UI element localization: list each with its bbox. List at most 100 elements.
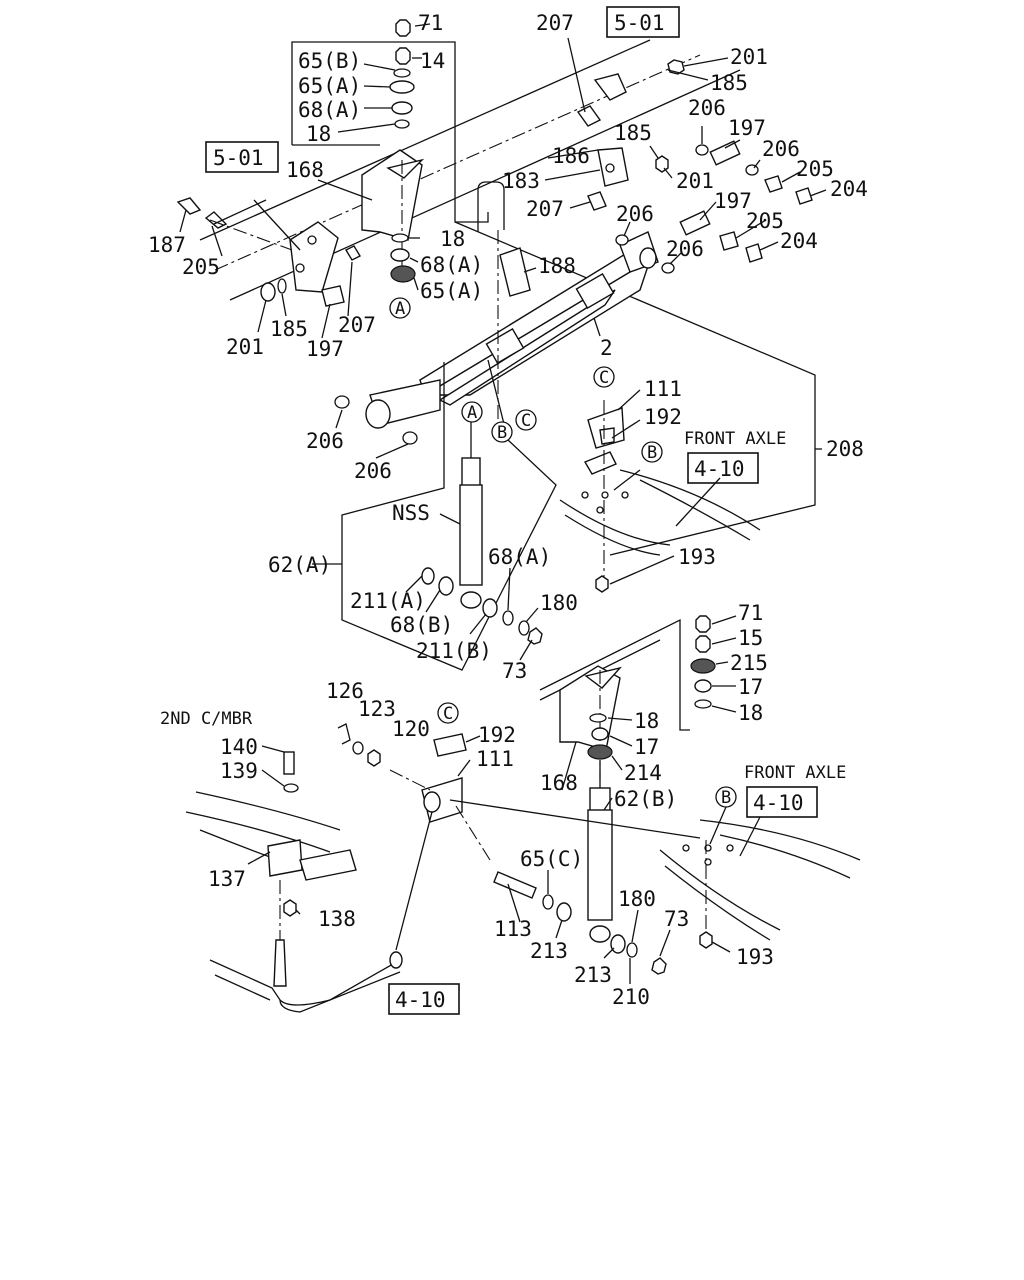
label-62a: 62(A) [268,553,331,577]
label-211a: 211(A) [350,589,426,613]
label-18-lower: 18 [634,709,659,733]
label-111-lower: 111 [476,747,514,771]
label-213-a: 213 [530,939,568,963]
ref-box-5-01-top[interactable]: 5-01 [606,6,680,38]
label-17-right: 17 [738,675,763,699]
label-2nd-c-mbr: 2ND C/MBR [160,709,253,729]
ref-box-5-01-left[interactable]: 5-01 [205,141,279,173]
label-210: 210 [612,985,650,1009]
ref-box-4-10-upper[interactable]: 4-10 [687,452,759,484]
label-201-top: 201 [730,45,768,69]
leaf-spring [365,231,659,429]
label-180-lower: 180 [618,887,656,911]
callout-b-3: B [715,786,737,808]
ref-box-label: 4-10 [395,988,446,1012]
spring-eye-washers [334,395,418,445]
label-201-left: 201 [226,335,264,359]
label-214: 214 [624,761,662,785]
label-168-lower: 168 [540,771,578,795]
label-front-axle-1: FRONT AXLE [684,429,786,449]
label-207-top: 207 [536,11,574,35]
label-207-left: 207 [338,313,376,337]
shackle-parts-right [576,59,813,274]
label-71-right: 71 [738,601,763,625]
label-206-top: 206 [688,96,726,120]
label-65b: 65(B) [298,49,361,73]
spring-hanger-bracket [361,149,425,275]
svg-text:B: B [647,443,657,463]
label-65a: 65(A) [298,74,361,98]
label-180-upper: 180 [540,591,578,615]
ref-box-4-10-bottom[interactable]: 4-10 [388,983,460,1015]
label-139: 139 [220,759,258,783]
svg-text:C: C [599,368,609,388]
label-192-lower: 192 [478,723,516,747]
shackle-bracket-left [176,197,361,307]
right-washer-stack [690,615,716,709]
label-17-lower: 17 [634,735,659,759]
shock-group-a-outline [341,359,557,671]
label-68b: 68(B) [390,613,453,637]
stabilizer-bar [209,811,433,1013]
label-113: 113 [494,917,532,941]
label-120: 120 [392,717,430,741]
svg-text:A: A [395,299,405,319]
svg-text:B: B [497,423,507,443]
shock-absorber-a [421,420,543,645]
callout-c-3: C [437,702,459,724]
label-197-mid: 197 [714,189,752,213]
label-185-left: 185 [270,317,308,341]
label-15: 15 [738,626,763,650]
label-185-mid: 185 [614,121,652,145]
label-206-eye-1: 206 [306,429,344,453]
label-68a-mid: 68(A) [420,253,483,277]
shock-absorber-b [493,713,667,975]
ref-box-4-10-right[interactable]: 4-10 [746,786,818,818]
ref-box-label: 5-01 [614,11,665,35]
svg-text:C: C [521,411,531,431]
label-206-mid: 206 [616,202,654,226]
label-188: 188 [538,254,576,278]
label-73-upper: 73 [502,659,527,683]
axle-bracket-lower [337,723,701,861]
label-186: 186 [552,144,590,168]
label-123: 123 [358,697,396,721]
label-168-upper: 168 [286,158,324,182]
ref-box-label: 5-01 [213,146,264,170]
frame-bracket-lower [539,618,690,780]
label-62b: 62(B) [614,787,677,811]
label-206-right: 206 [762,137,800,161]
label-205-left: 205 [182,255,220,279]
front-axle-upper [559,469,761,593]
label-18-mid: 18 [440,227,465,251]
label-207-mid: 207 [526,197,564,221]
label-18-top: 18 [306,122,331,146]
label-193-upper: 193 [678,545,716,569]
label-68a: 68(A) [298,98,361,122]
label-68a-lower: 68(A) [488,545,551,569]
label-111-upper: 111 [644,377,682,401]
label-204-top: 204 [830,177,868,201]
callout-a-2: A [461,401,483,423]
label-204-mid: 204 [780,229,818,253]
label-205-top: 205 [796,157,834,181]
label-211b: 211(B) [416,639,492,663]
label-215: 215 [730,651,768,675]
bracket-group-outline [291,41,816,556]
callout-c-1: C [515,409,537,431]
label-2: 2 [600,336,613,360]
lower-washer-stack [390,233,416,283]
label-65a-mid: 65(A) [420,279,483,303]
label-137: 137 [208,867,246,891]
label-192-upper: 192 [644,405,682,429]
label-197-top: 197 [728,116,766,140]
label-206-lower: 206 [666,237,704,261]
label-front-axle-2: FRONT AXLE [744,763,846,783]
label-197-left: 197 [306,337,344,361]
leader-lines [179,23,827,984]
label-65c: 65(C) [520,847,583,871]
label-208: 208 [826,437,864,461]
label-71-top: 71 [418,11,443,35]
label-201-mid: 201 [676,169,714,193]
